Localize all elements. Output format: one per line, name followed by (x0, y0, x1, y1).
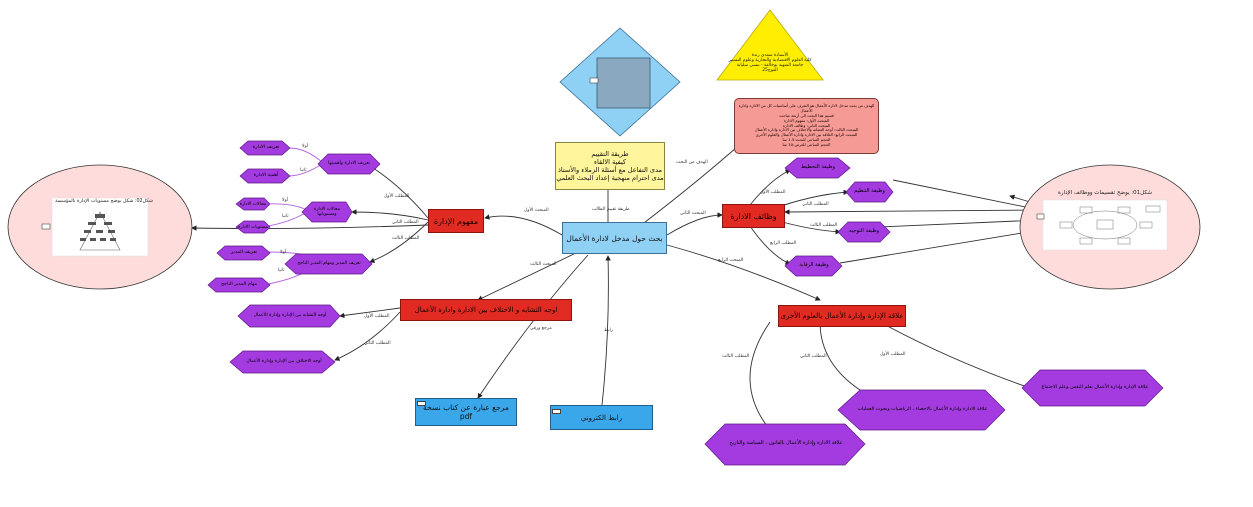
link-label: رابط الكتروني (580, 413, 623, 422)
concept-child-manager[interactable]: تعريف المدير ومهام المدير الناجح (297, 261, 361, 267)
purple-nodes (207, 140, 1164, 466)
objective-line-0: الهدف من بحث مدخل لادارة الأعمال هو التع… (738, 103, 875, 113)
leaf-define-manager[interactable]: تعريف المدير (230, 250, 258, 256)
functions-label: وظائف الادارة (730, 211, 777, 221)
leaf-importance-management[interactable]: أهمية الادارة (253, 173, 279, 179)
edge-link: رابط (604, 328, 613, 333)
objective-line-5: المبحث الرابع: العلاقة بين الادارة وادار… (755, 132, 858, 138)
relation-node[interactable]: علاقة الإدارة وإدارة الأعمال بالعلوم الأ… (778, 305, 906, 327)
author-triangle-text: الأستاذة سعدي رندة كلية العلوم الاقتصادي… (725, 45, 815, 81)
edge-concept-m2: المطلب الثاني (392, 220, 419, 225)
author-university: جامعة الشهيد بوخالفة - تبسي سليانة (736, 63, 804, 68)
link-tag-icon (552, 409, 561, 414)
leaf-levels-management[interactable]: مستويات الادارة (238, 224, 268, 230)
function-directing[interactable]: وظيفة التوجيه (848, 228, 880, 235)
objective-box[interactable]: الهدف من بحث مدخل لادارة الأعمال هو التع… (734, 98, 879, 154)
edge-reference: مرجع ورقي (530, 326, 552, 331)
similarity-child-similar[interactable]: أوجه التشابه بين الإدارة وإدارة الأعمال (253, 313, 327, 319)
edge-leaf-t1: ثانيا (300, 168, 307, 173)
author-group: الفوج25 (762, 68, 778, 74)
author-faculty: كلية العلوم الاقتصادية والتجارية وعلوم ا… (728, 57, 812, 63)
function-controlling[interactable]: وظيفة الرقابة (799, 262, 829, 269)
center-label: بحث حول مدخل لادارة الأعمال (566, 233, 663, 243)
author-triangle (716, 9, 824, 81)
edge-leaf-a1: أولا (302, 144, 308, 149)
edge-fourth-topic: المبحث الرابع (718, 258, 744, 263)
similarity-child-different[interactable]: أوجه الاختلاف بين الإدارة وإدارة الأعمال (246, 359, 322, 365)
evaluation-box[interactable]: طريقة التقييم كيفية الالقاء مدى التفاعل … (555, 142, 665, 190)
relation-child-law[interactable]: علاقة الادارة وإدارة الأعمال بالقانون ، … (729, 440, 843, 447)
left-circle-image (51, 197, 149, 257)
reference-box[interactable]: مرجع عبارة عن كتاب نسخة pdf (415, 398, 517, 426)
edge-leaf-a2: أولا (282, 198, 288, 203)
leaf-define-management[interactable]: تعريف الادارة (252, 145, 280, 151)
edge-second-topic: المبحث الثاني (680, 211, 706, 216)
cycle-figure-icon (1059, 205, 1161, 245)
edge-rel-m3: المطلب الثالث (722, 354, 750, 359)
leaf-manager-tasks[interactable]: مهام المدير الناجح (220, 282, 258, 288)
relation-label: علاقة الإدارة وإدارة الأعمال بالعلوم الأ… (780, 312, 904, 320)
concept-label: مفهوم الإدارة (433, 216, 479, 226)
reference-tag-icon (417, 401, 426, 406)
function-planning[interactable]: وظيفة التخطيط (801, 164, 835, 171)
concept-child-fields[interactable]: مجالات الادارة ومستوياتها (314, 206, 340, 217)
concept-child-definition[interactable]: تعريف الادارة وأهميتها (328, 161, 370, 167)
objective-line-4: المبحث الثالث: أوجه التشابه والاختلاف بي… (754, 127, 859, 133)
relation-child-statistics[interactable]: علاقة الادارة وإدارة الأعمال بالاحصاء ، … (857, 407, 988, 413)
link-box[interactable]: رابط الكتروني (550, 405, 653, 430)
author-name: الأستاذة سعدي رندة (751, 52, 789, 58)
evaluation-line-3: مدى احترام منهجية إعداد البحث العلمي (556, 174, 664, 182)
right-circle-image (1042, 199, 1168, 251)
objective-line-6: الحجم الساعي للبحث:1.5 سا (782, 137, 831, 143)
evaluation-line-2: مدى التفاعل مع أسئلة الزملاء والأستاذ (557, 166, 663, 174)
edge-func-m1: المطلب الأول (760, 190, 786, 195)
edge-first-topic: المبحث الأول (524, 208, 549, 213)
similarity-label: اوجه التشابه و الاختلاف بين الادارة وادا… (414, 306, 558, 314)
edge-sim-m2: المطلب الثاني (364, 341, 391, 346)
left-image-tag-icon (41, 223, 51, 230)
edge-leaf-t3: ثانيا (278, 268, 285, 273)
connectors (191, 139, 1041, 431)
edge-objective: الهدف من البحث (676, 160, 708, 165)
edge-sim-m1: المطلب الأول (364, 314, 390, 319)
relation-child-psychology[interactable]: علاقة الإدارة وإدارة الأعمال بعلم النفس … (1041, 385, 1149, 391)
pyramid-figure-icon (79, 211, 121, 251)
edge-concept-m1: المطلب الأول (384, 194, 410, 199)
image-placeholder (596, 57, 651, 109)
left-circle-caption: شكل02: شكل يوضح مستويات الإدارة بالمؤسسة (55, 199, 153, 205)
evaluation-line-1: كيفية الالقاء (593, 158, 627, 166)
edge-leaf-t2: ثانيا (282, 214, 289, 219)
function-organizing[interactable]: وظيفة التنظيم (854, 188, 885, 195)
edge-func-m2: المطلب الثاني (802, 202, 829, 207)
functions-node[interactable]: وظائف الادارة (722, 204, 785, 228)
right-image-tag-icon (1036, 213, 1045, 220)
reference-label: مرجع عبارة عن كتاب نسخة pdf (423, 403, 509, 421)
edge-concept-m3: المطلب الثالث (392, 236, 420, 241)
edge-leaf-a3: أولا (280, 250, 286, 255)
objective-line-7: الحجم الساعي للعرض:10 سا (782, 142, 831, 148)
concept-node[interactable]: مفهوم الإدارة (428, 209, 484, 233)
edge-evaluation: طريقة تقييم الطالب (592, 207, 630, 212)
leaf-fields-management[interactable]: مجالات الادارة (239, 201, 267, 207)
similarity-node[interactable]: اوجه التشابه و الاختلاف بين الادارة وادا… (400, 299, 572, 321)
right-circle-caption: شكل01: يوضح تقسيمات ووظائف الإدارة (1058, 189, 1152, 196)
edge-rel-m2: المطلب الثاني (800, 354, 827, 359)
edge-func-m3: المطلب الثالث (810, 223, 838, 228)
edge-func-m4: المطلب الرابع (770, 241, 797, 246)
edge-third-topic: المبحث الثالث (530, 262, 557, 267)
objective-line-1: قسيم هذا البحث الى أربعة مباحث (779, 112, 834, 118)
edge-rel-m1: المطلب الأول (880, 352, 906, 357)
center-node[interactable]: بحث حول مدخل لادارة الأعمال (562, 222, 667, 254)
image-tag-icon (589, 77, 599, 84)
objective-line-2: المبحث الأول: مفهوم الادارة (783, 117, 830, 123)
objective-line-3: المبحث الثاني: وظائف الادارة (782, 122, 831, 128)
evaluation-title: طريقة التقييم (591, 150, 629, 158)
